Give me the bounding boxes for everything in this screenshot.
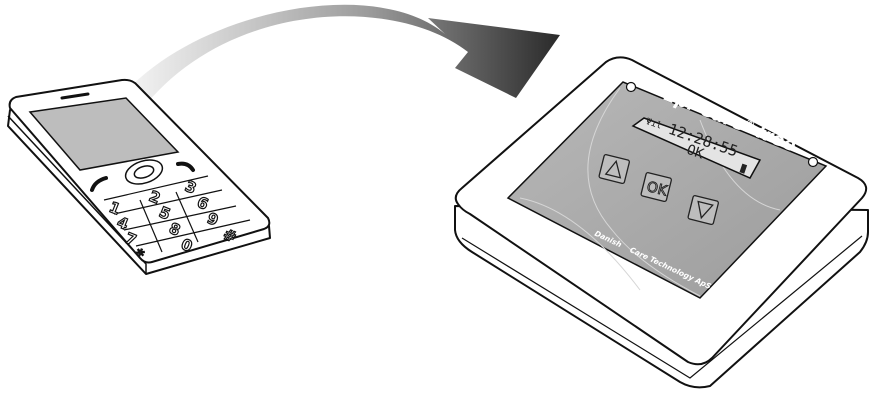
screw-top-left [625,81,637,93]
battery-icon [739,163,748,174]
triangle-up-icon [604,159,622,179]
triangle-down-icon [697,200,714,220]
nav-pad[interactable] [123,156,166,189]
keypad-grid [103,175,251,253]
call-icon[interactable] [90,176,108,192]
ok-button-label: OK [645,179,669,200]
up-button[interactable] [598,154,630,185]
epi-care-device: Epi-Care®free Ψıl 12:28:55 OK OK [454,56,869,389]
earpiece [60,92,90,100]
ok-button[interactable]: OK [640,172,672,203]
keypad: 1 2 3 4 5 6 7 8 9 * 0 # [106,176,240,265]
curved-arrow-icon [120,4,560,112]
lcd-status: OK [684,142,706,163]
end-call-icon[interactable] [176,161,195,172]
panel-decoration [519,87,781,297]
down-button[interactable] [687,195,719,226]
mobile-phone: 1 2 3 4 5 6 7 8 9 * 0 # [7,78,271,275]
screw-right [807,156,819,168]
phone-screen [28,97,180,171]
